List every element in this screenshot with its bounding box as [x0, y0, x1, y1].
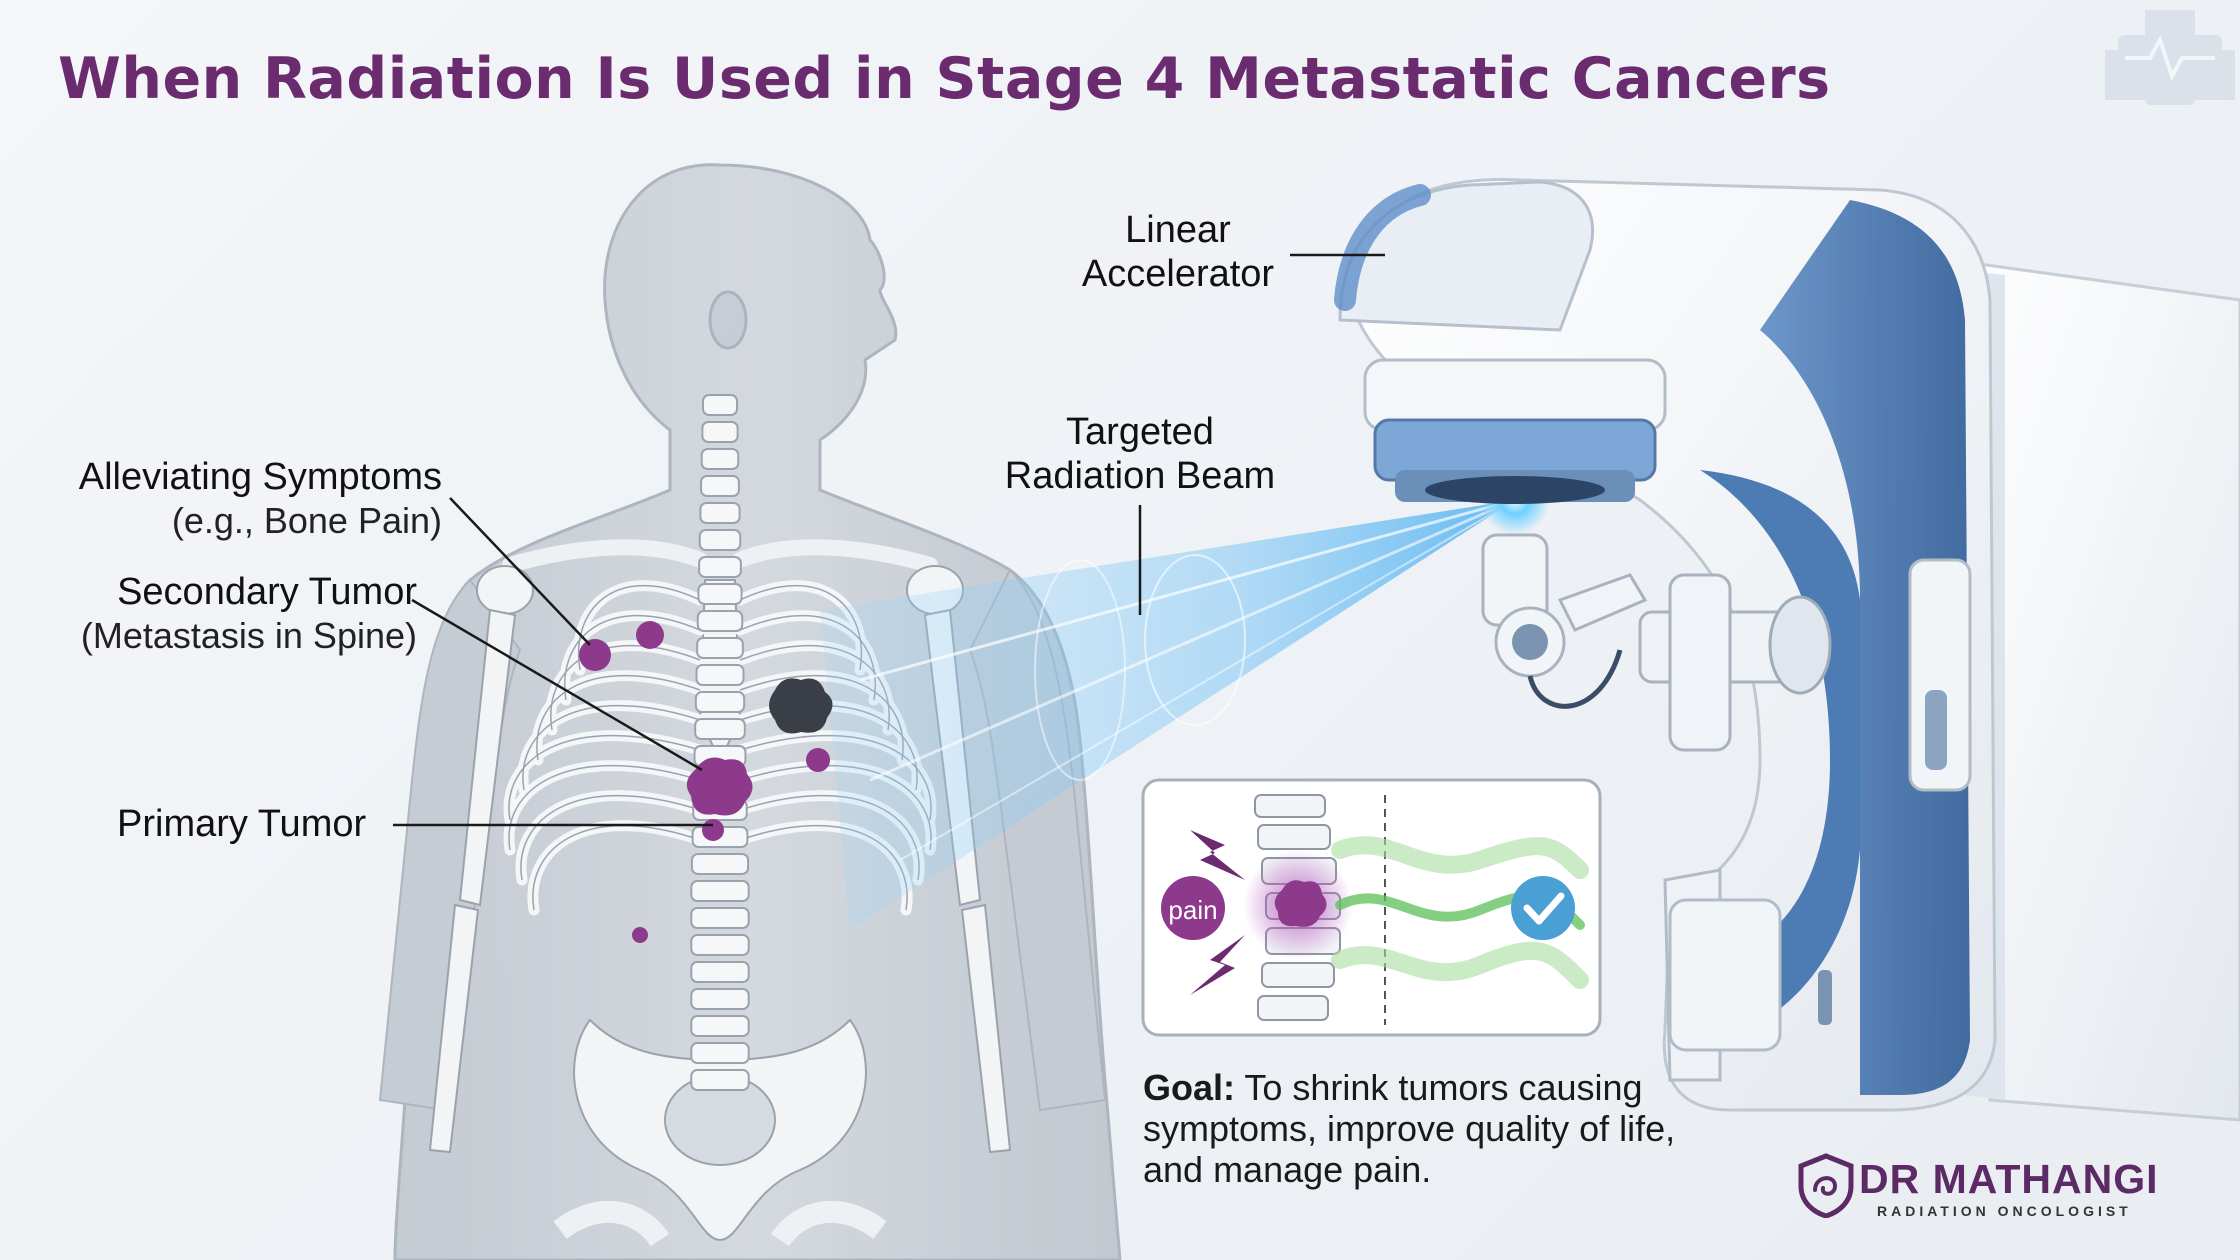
logo-emblem-icon [1798, 1153, 1854, 1218]
rib [532, 824, 701, 911]
primary-tumor-label: Primary Tumor [117, 803, 367, 845]
secondary-tumor-sub: (Metastasis in Spine) [80, 615, 417, 656]
vertebra [702, 394, 738, 416]
vertebra [699, 502, 741, 524]
rib [577, 584, 701, 671]
vertebra [690, 1015, 750, 1037]
targeted-beam-label-line2: Radiation Beam [1004, 455, 1276, 497]
brand-logo: DR MATHANGI RADIATION ONCOLOGIST [1795, 1152, 2175, 1222]
vertebra [695, 664, 745, 686]
vertebra [698, 529, 742, 551]
vertebra [694, 691, 746, 713]
logo-name: DR MATHANGI [1859, 1156, 2159, 1202]
rib [508, 734, 701, 821]
vertebra [690, 961, 750, 983]
secondary-tumor-label: Secondary Tumor (Metastasis in Spine) [52, 570, 417, 658]
rib [508, 764, 701, 851]
vertebra [698, 556, 742, 578]
vertebra [690, 1042, 750, 1064]
vertebra [697, 583, 743, 605]
pain-label: pain [1168, 895, 1217, 925]
targeted-beam-label-line1: Targeted [1066, 411, 1214, 453]
vertebra [690, 880, 750, 902]
page-title: When Radiation Is Used in Stage 4 Metast… [58, 46, 1831, 112]
vertebra [690, 934, 750, 956]
inset-panel: pain [1141, 778, 1602, 1037]
tumors [579, 621, 833, 943]
alleviating-symptoms-label: Alleviating Symptoms (e.g., Bone Pain) [52, 455, 442, 543]
medical-cross-icon [2105, 10, 2235, 105]
rib [520, 794, 701, 881]
goal-text: Goal: To shrink tumors causing symptoms,… [1143, 1067, 1703, 1190]
linear-accelerator [1334, 178, 2240, 1122]
rib [536, 674, 701, 761]
alleviating-symptoms-title: Alleviating Symptoms [78, 456, 442, 498]
goal-body: To shrink tumors causing symptoms, impro… [1143, 1067, 1676, 1190]
vertebra [700, 475, 740, 497]
vertebra [696, 610, 744, 632]
vertebra [694, 718, 746, 740]
checkmark-icon [1511, 876, 1575, 940]
vertebra [701, 421, 739, 443]
linear-accelerator-label: Linear Accelerator [1073, 208, 1283, 296]
rib [564, 614, 701, 701]
vertebra [690, 853, 750, 875]
logo-subtitle: RADIATION ONCOLOGIST [1877, 1203, 2132, 1219]
linear-accelerator-label-line1: Linear [1125, 209, 1231, 251]
leader-lines [393, 253, 1385, 827]
lightning-icon [1190, 830, 1245, 880]
alleviating-symptoms-sub: (e.g., Bone Pain) [171, 500, 442, 541]
vertebra [690, 907, 750, 929]
linear-accelerator-label-line2: Accelerator [1081, 253, 1275, 295]
vertebra [690, 988, 750, 1010]
goal-lead: Goal: [1143, 1067, 1236, 1108]
vertebra [696, 637, 744, 659]
targeted-beam-label: Targeted Radiation Beam [995, 410, 1285, 498]
secondary-tumor-title: Secondary Tumor [117, 571, 417, 613]
vertebra [700, 448, 740, 470]
vertebra [690, 1069, 750, 1091]
